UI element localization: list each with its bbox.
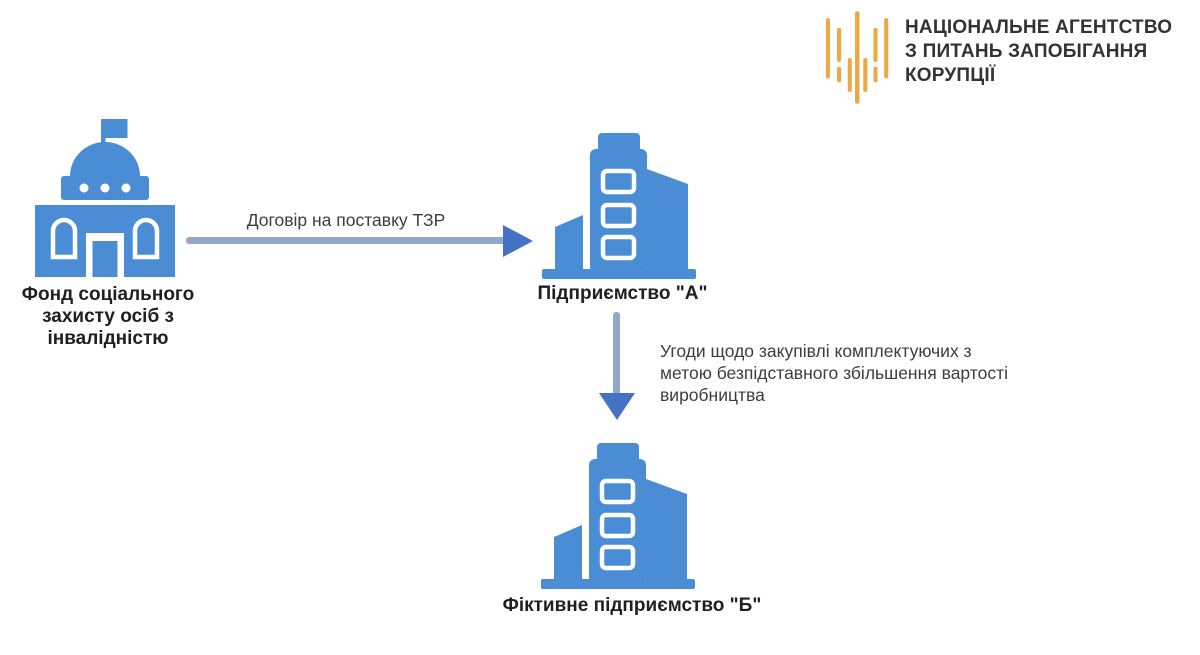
agreements-arrow-head-icon	[599, 393, 635, 420]
agreements-arrow-label: Угоди щодо закупівлі комплектуючих з мет…	[660, 340, 1100, 406]
enterprise-a-building-icon	[540, 131, 698, 281]
logo-name-line: З ПИТАНЬ ЗАПОБІГАННЯ	[905, 41, 1148, 62]
nazk-logo	[822, 8, 890, 108]
logo-name-line: НАЦІОНАЛЬНЕ АГЕНТСТВО	[905, 17, 1173, 38]
agreements-label-line: метою безпідставного збільшення вартості	[660, 363, 1008, 383]
enterprise-b-label: Фіктивне підприємство "Б"	[502, 595, 762, 616]
trident-bars-icon	[825, 11, 889, 104]
fund-label-line: захисту осіб з	[42, 306, 174, 327]
agreements-arrow-shaft	[613, 312, 620, 395]
fund-label-line: Фонд соціального	[21, 284, 195, 305]
contract-arrow-shaft	[186, 237, 506, 244]
agreements-label-line: виробництва	[660, 385, 765, 405]
fund-label-line: інвалідністю	[47, 328, 169, 349]
contract-arrow-head-icon	[503, 225, 533, 257]
fund-label: Фонд соціального захисту осіб з інвалідн…	[8, 284, 208, 350]
government-building-icon	[30, 110, 190, 280]
enterprise-a-label: Підприємство "А"	[537, 283, 708, 304]
logo-name-line: КОРУПЦІЇ	[905, 65, 996, 86]
nazk-logo-name: НАЦІОНАЛЬНЕ АГЕНТСТВО З ПИТАНЬ ЗАПОБІГАН…	[905, 16, 1200, 88]
agreements-label-line: Угоди щодо закупівлі комплектуючих з	[660, 341, 972, 361]
enterprise-b-building-icon	[539, 441, 697, 591]
contract-arrow-label: Договір на поставку ТЗР	[246, 210, 446, 230]
